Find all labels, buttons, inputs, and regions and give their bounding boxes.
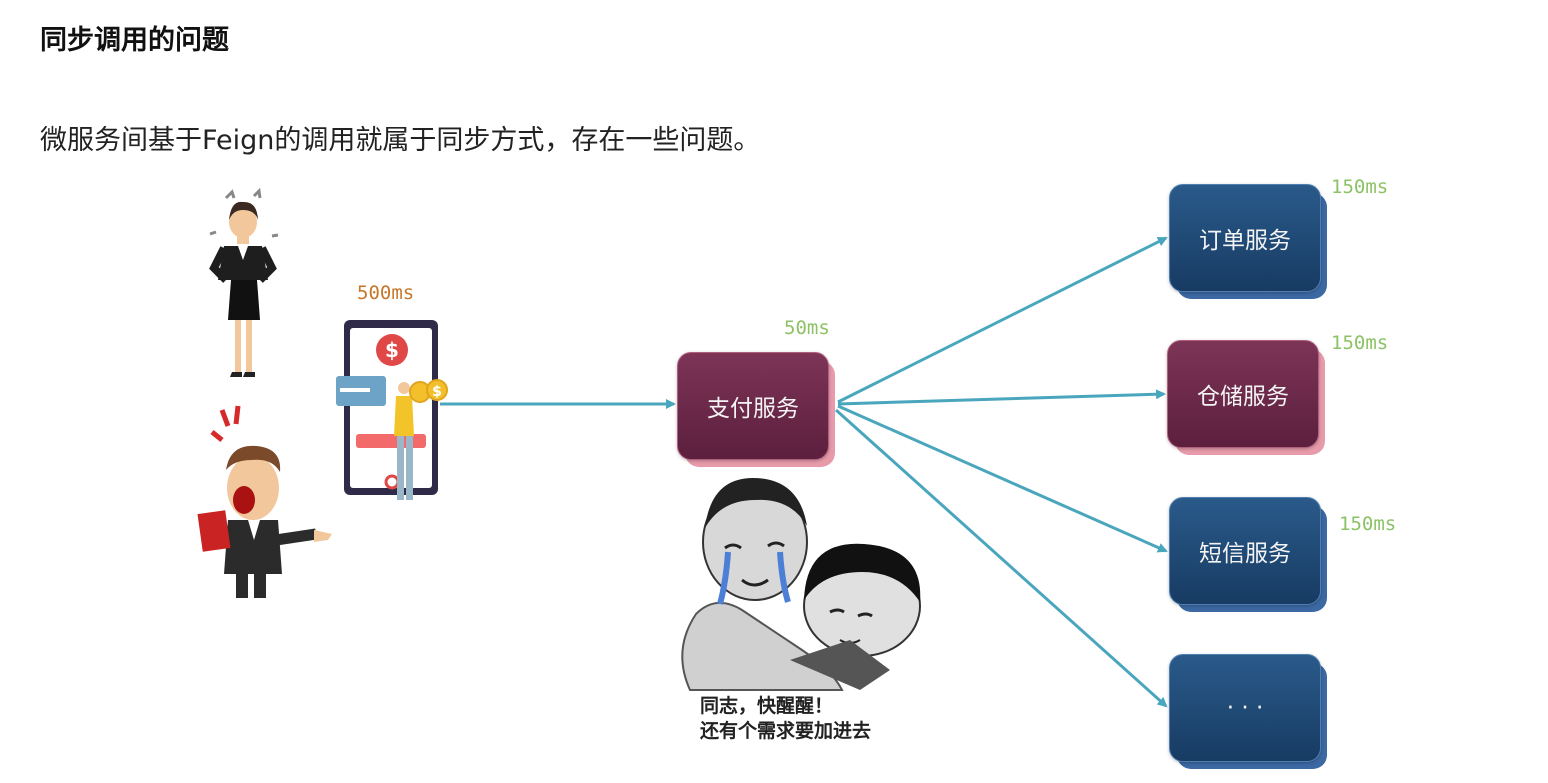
- arrow-payment-to-sms: [837, 404, 1168, 553]
- warehouse-service-label: 仓储服务: [1197, 384, 1289, 410]
- payment-latency-label: 50ms: [784, 317, 830, 339]
- order-service-box: 订单服务: [1169, 184, 1327, 299]
- page-title: 同步调用的问题: [40, 25, 229, 56]
- page-subtitle: 微服务间基于Feign的调用就属于同步方式，存在一些问题。: [40, 125, 761, 156]
- order-latency-label: 150ms: [1331, 176, 1389, 198]
- businesswoman-illustration: [209, 187, 279, 377]
- payment-service-label: 支付服务: [707, 396, 799, 422]
- crying-meme-illustration: [681, 478, 921, 691]
- arrow-payment-to-more: [834, 408, 1168, 708]
- svg-text:$: $: [385, 338, 399, 362]
- warehouse-service-box: 仓储服务: [1167, 340, 1325, 455]
- warehouse-latency-label: 150ms: [1331, 332, 1389, 354]
- sms-service-label: 短信服务: [1199, 541, 1291, 567]
- arrow-payment-to-order: [837, 236, 1168, 404]
- mobile-payment-illustration: $ $: [336, 320, 448, 500]
- sms-latency-label: 150ms: [1339, 513, 1397, 535]
- more-services-box: · · ·: [1169, 654, 1327, 769]
- svg-text:$: $: [432, 384, 442, 400]
- meme-caption: 同志，快醒醒！ 还有个需求要加进去: [700, 694, 871, 744]
- meme-caption-line-2: 还有个需求要加进去: [700, 720, 872, 742]
- payment-service-box: 支付服务: [677, 352, 835, 467]
- arrow-payment-to-warehouse: [837, 389, 1166, 406]
- angry-manager-illustration: [197, 405, 332, 598]
- phone-latency-label: 500ms: [357, 282, 415, 304]
- sms-service-box: 短信服务: [1169, 497, 1327, 612]
- order-service-label: 订单服务: [1199, 228, 1291, 254]
- more-services-label: · · ·: [1226, 695, 1264, 721]
- meme-caption-line-1: 同志，快醒醒！: [700, 695, 834, 717]
